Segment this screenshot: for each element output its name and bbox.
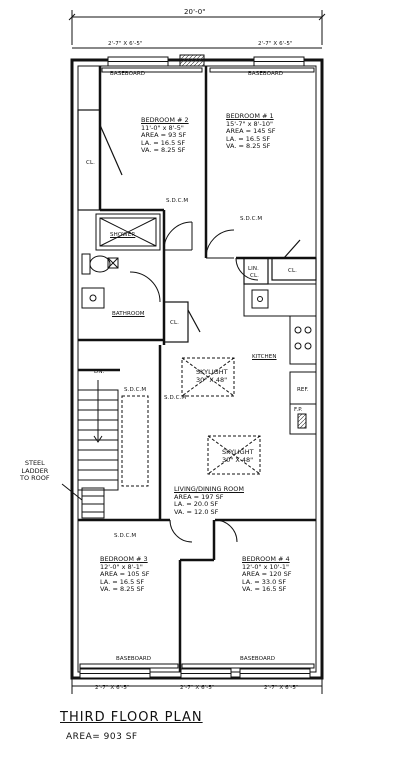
ref-label: REF. [297,387,309,393]
bedroom-2-title: BEDROOM # 2 [141,116,189,124]
bedroom-4-title: BEDROOM # 4 [242,555,290,563]
toilet-bowl [89,255,111,273]
bedroom-1-info: BEDROOM # 1 15'-7" x 8'-10" AREA = 145 S… [226,112,276,151]
sdcm-label-2: S.D.C.M [240,216,263,222]
bedroom-3-area: AREA = 105 SF [100,570,150,579]
shower-label: SHOWER [110,232,136,238]
living-room-title: LIVING/DINING ROOM [174,485,245,493]
closet-label-1: CL. [86,160,95,166]
baseboard-bottom-right [181,663,315,669]
plan-area: AREA= 903 SF [66,732,138,742]
skylight-2 [207,435,261,475]
bathroom-label: BATHROOM [112,311,145,317]
steel-ladder [81,487,105,519]
kitchen-counter [243,283,317,317]
window-dim-bottom-left: 2'-7" X 6'-5" [95,685,130,691]
stair-opening [121,395,149,487]
baseboard-label-top-right: BASEBOARD [248,71,284,77]
closet-bedroom2 [77,109,101,211]
baseboard-bottom-left [79,663,179,669]
kitchen-label: KITCHEN [252,354,277,360]
baseboard-label-bottom-left: BASEBOARD [116,656,152,662]
bedroom-2-area: AREA = 93 SF [141,131,187,140]
bedroom-4-va: VA. = 16.5 SF [242,585,287,594]
baseboard-label-top-left: BASEBOARD [110,71,146,77]
bedroom-3-la: LA. = 16.5 SF [100,577,145,586]
steel-ladder-label: STEEL LADDER TO ROOF [20,459,50,483]
closet-bedroom1 [271,257,317,281]
stairs-down-label: DN. [94,369,105,375]
living-room-area: AREA = 197 SF [174,492,224,501]
kitchen-range [289,315,317,365]
sdcm-label-4: S.D.C.M [164,395,187,401]
steel-ladder-line-1: STEEL [24,459,45,467]
skylight-2-size: 30" X 48" [222,455,254,464]
baseboard-label-bottom-right: BASEBOARD [240,656,276,662]
plan-title: THIRD FLOOR PLAN [60,710,203,725]
closet-hall [163,301,189,343]
fireplace [289,403,317,435]
skylight-1-size: 30" X 48" [196,375,228,384]
fireplace-label: F.P. [294,407,303,413]
bedroom-3-size: 12'-0" x 8'-1" [100,562,143,571]
bedroom-2-va: VA. = 8.25 SF [141,146,186,155]
bedroom-3-title: BEDROOM # 3 [100,555,148,563]
bedroom-1-la: LA. = 16.5 SF [226,134,271,143]
chimney [179,54,205,67]
skylight-1 [181,357,235,397]
window-dim-top-left: 2'-7" X 6'-5" [108,41,143,47]
shower-stall [95,213,161,251]
skylight-1-title: SKYLIGHT [196,368,228,376]
baseboard-top-right [209,67,315,73]
baseboard-top-left [101,67,203,73]
bathroom-sink [81,287,105,309]
bedroom-1-va: VA. = 8.25 SF [226,142,271,151]
bedroom-3-va: VA. = 8.25 SF [100,585,145,594]
kitchen-sink [251,289,269,309]
steel-ladder-line-2: LADDER [21,466,49,475]
linen-label: LIN. [248,266,259,272]
bedroom-2-size: 11'-0" x 8'-5" [141,123,184,132]
window-dim-top-right: 2'-7" X 6'-5" [258,41,293,47]
bedroom-2-info: BEDROOM # 2 11'-0" x 8'-5" AREA = 93 SF … [141,116,189,155]
bedroom-4-area: AREA = 120 SF [242,570,292,579]
window-dim-bottom-mid: 2'-7" X 6'-5" [180,685,215,691]
living-room-va: VA. = 12.0 SF [174,507,219,516]
bedroom-1-title: BEDROOM # 1 [226,112,274,120]
bedroom-4-info: BEDROOM # 4 12'-0" x 10'-1" AREA = 120 S… [242,555,292,594]
skylight-2-title: SKYLIGHT [222,448,254,456]
overall-width-dimension: 20'-0" [184,8,206,16]
closet-label-2: CL. [170,320,179,326]
closet-label-3: CL. [288,268,297,274]
living-room-la: LA. = 20.0 SF [174,500,219,509]
bedroom-1-area: AREA = 145 SF [226,127,276,136]
living-room-info: LIVING/DINING ROOM AREA = 197 SF LA. = 2… [174,485,245,516]
sdcm-label-5: S.D.C.M [114,533,137,539]
bedroom-1-size: 15'-7" x 8'-10" [226,119,274,128]
skylight-1-label: SKYLIGHT 30" X 48" [196,368,228,384]
sdcm-label-3: S.D.C.M [124,387,147,393]
closet-label-4: CL. [250,273,259,279]
bedroom-4-size: 12'-0" x 10'-1" [242,562,290,571]
bedroom-4-la: LA. = 33.0 SF [242,577,287,586]
bedroom-3-info: BEDROOM # 3 12'-0" x 8'-1" AREA = 105 SF… [100,555,150,594]
skylight-2-label: SKYLIGHT 30" X 48" [222,448,254,464]
window-dim-bottom-right: 2'-7" X 6'-5" [264,685,299,691]
sdcm-label-1: S.D.C.M [166,198,189,204]
toilet-tank [81,253,91,275]
bedroom-2-la: LA. = 16.5 SF [141,138,186,147]
steel-ladder-line-3: TO ROOF [20,474,50,483]
